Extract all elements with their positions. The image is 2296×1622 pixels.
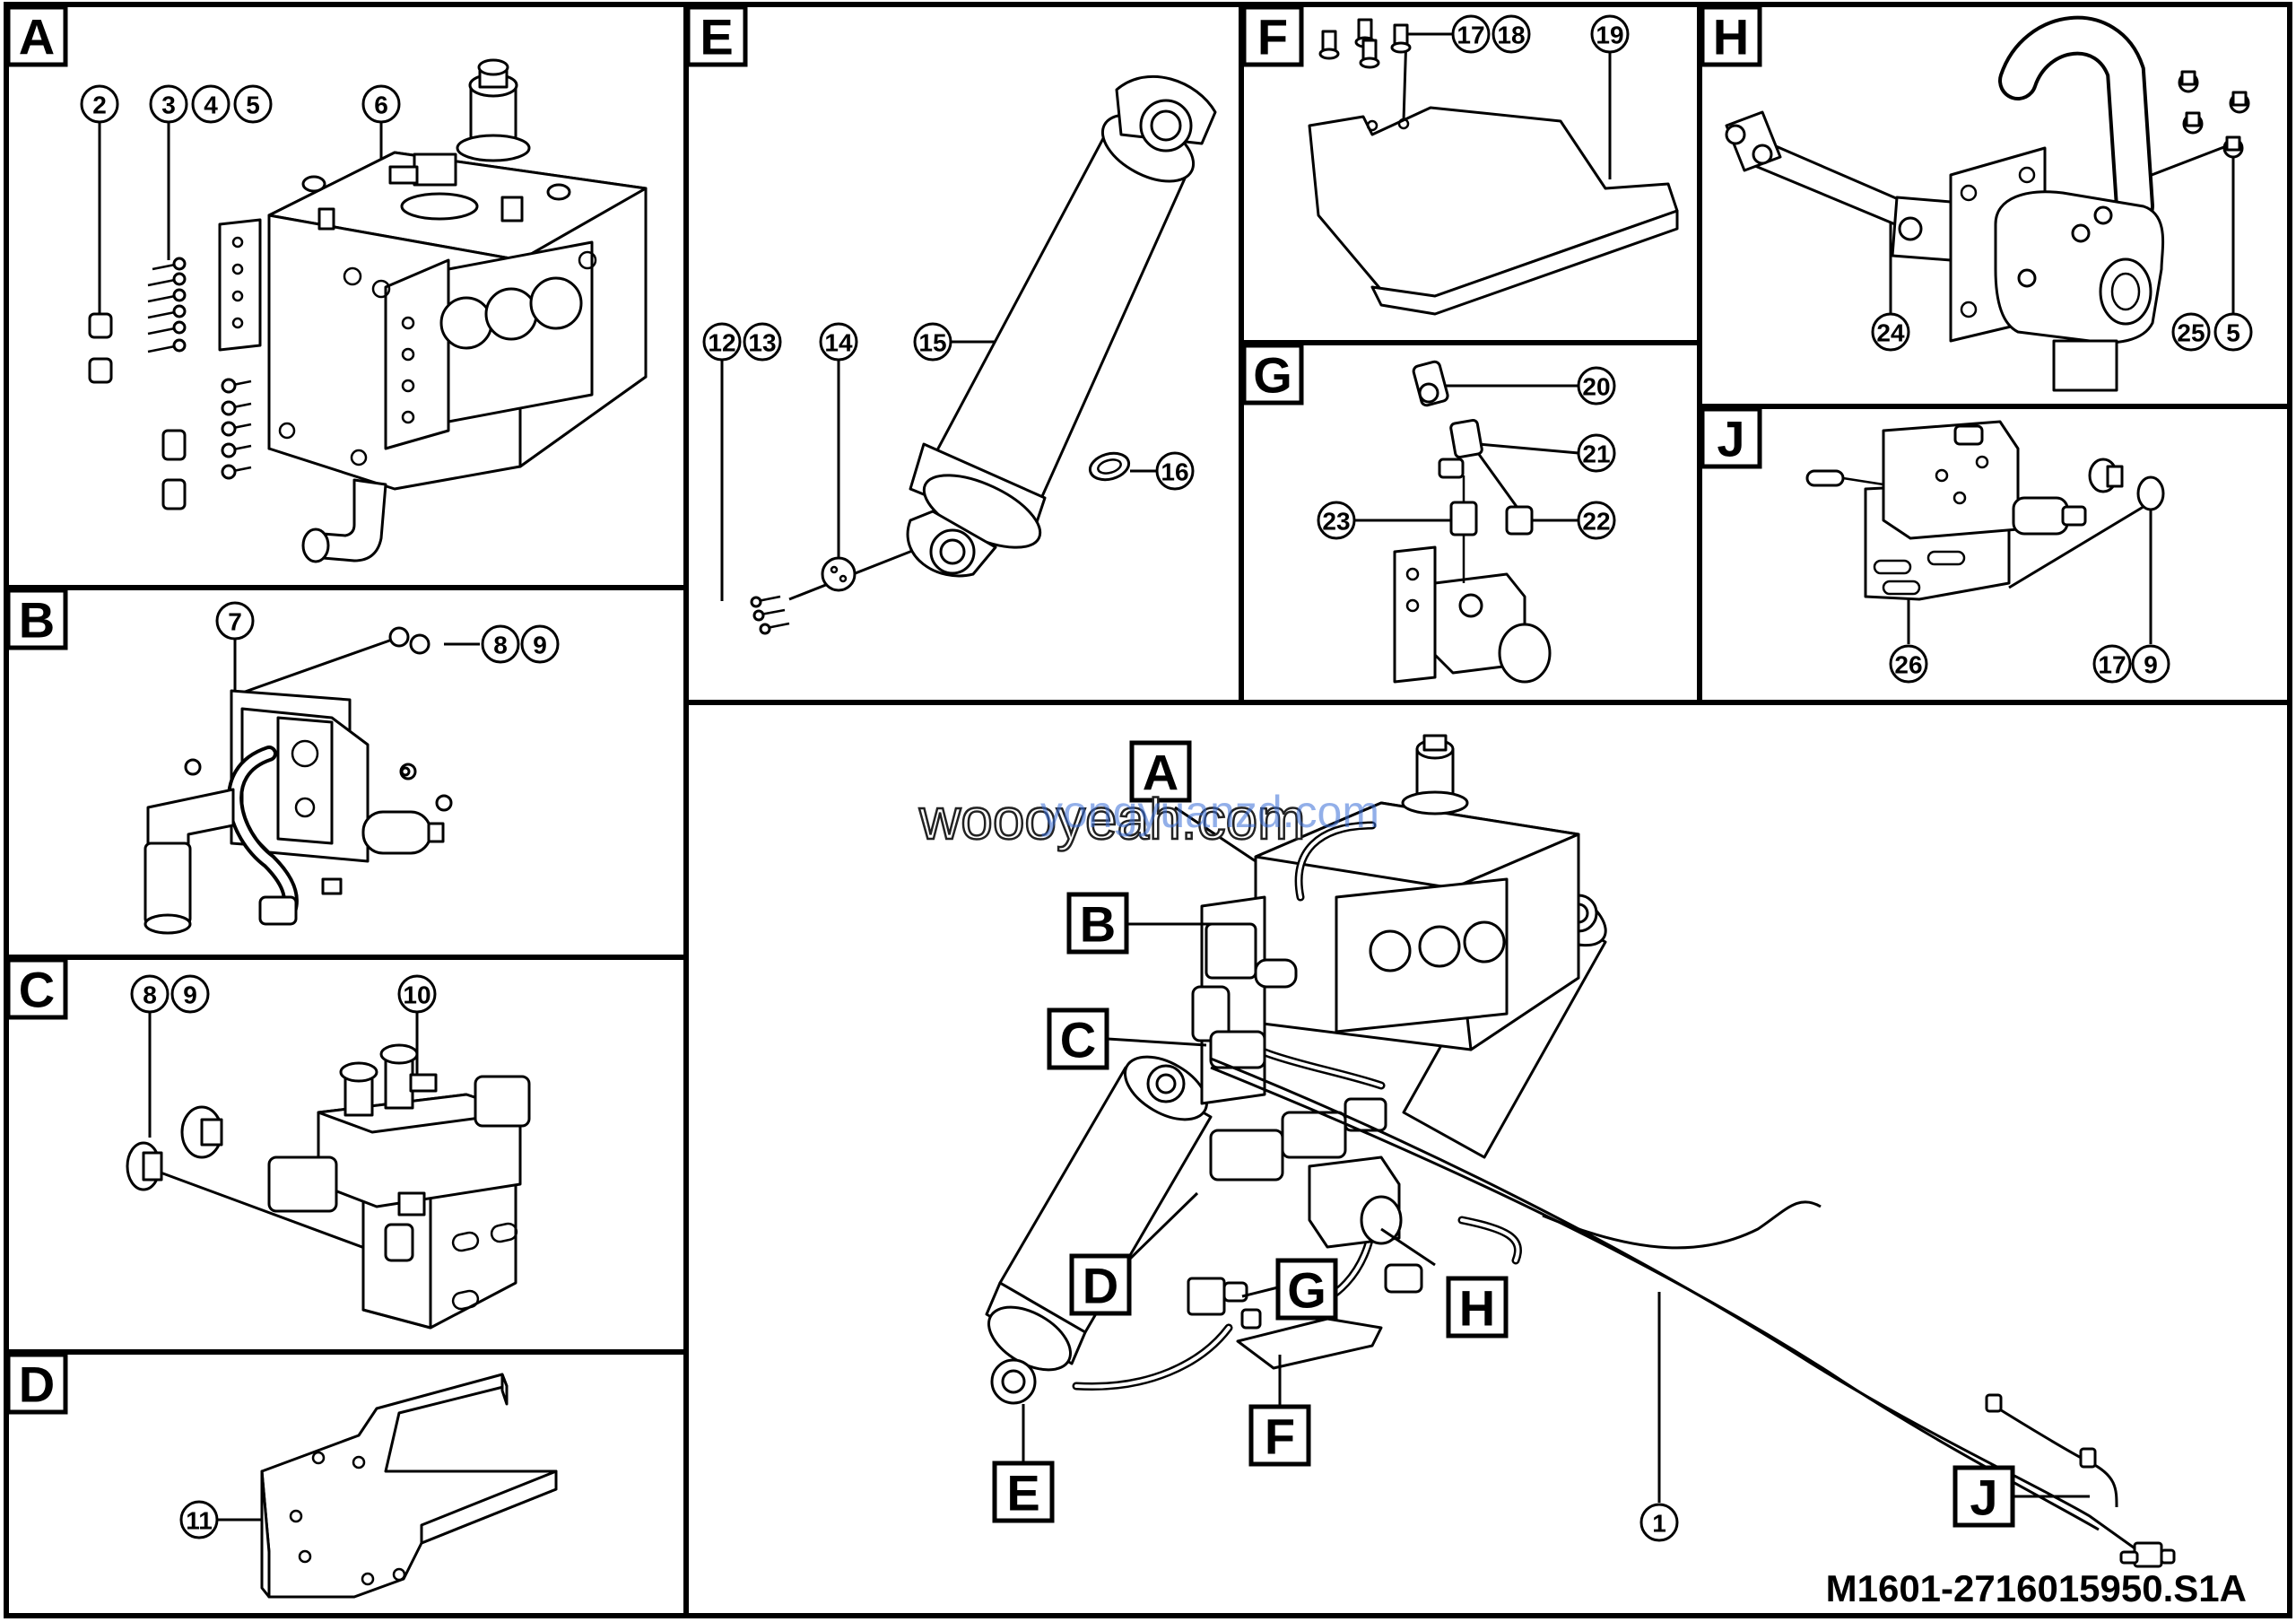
callout-5: 5: [246, 92, 260, 119]
overview-tag-f: F: [1248, 1404, 1311, 1467]
panel-b-drawing: [144, 626, 480, 935]
watermark-primary: woooyeah.com: [918, 787, 1305, 851]
panel-tag-b: B: [5, 588, 68, 650]
callout-6: 6: [374, 92, 388, 119]
panel-tag-e-label: E: [700, 9, 733, 65]
callout-10: 10: [403, 981, 430, 1009]
panel-tag-h: H: [1700, 4, 1762, 67]
callout-4: 4: [204, 92, 218, 119]
panel-e-drawing: [720, 74, 1217, 635]
callout-16: 16: [1161, 458, 1188, 486]
callout-9: 9: [183, 981, 197, 1009]
panel-tag-j-label: J: [1717, 411, 1744, 467]
callout-26: 26: [1894, 651, 1922, 679]
panel-tag-g: G: [1241, 343, 1304, 406]
panel-tag-f-label: F: [1257, 9, 1288, 65]
panel-h-drawing: [1725, 15, 2250, 392]
overview-tag-d-label: D: [1083, 1258, 1118, 1314]
panel-a-drawing: [88, 58, 648, 563]
overview-tag-a-label: A: [1143, 745, 1178, 801]
panel-tag-c-label: C: [19, 962, 55, 1018]
panel-tag-d-label: D: [19, 1356, 55, 1413]
overview-tag-g: G: [1275, 1258, 1338, 1321]
overview-tag-c-label: C: [1060, 1012, 1096, 1068]
overview-tag-j: J: [1952, 1465, 2015, 1528]
overview-tag-e: E: [992, 1461, 1055, 1523]
callout-12: 12: [708, 329, 735, 357]
callout-8: 8: [493, 632, 508, 659]
panel-tag-f: F: [1241, 4, 1304, 67]
overview-callouts: 1: [1639, 1503, 1679, 1542]
panel-b-callouts: 7 8 9: [215, 601, 560, 664]
panel-f-callouts: 17 18 19: [1451, 14, 1630, 54]
overview-tag-h-label: H: [1459, 1280, 1495, 1337]
overview-tag-b: B: [1066, 892, 1129, 955]
overview-tag-b-label: B: [1080, 896, 1116, 953]
overview-tag-g-label: G: [1287, 1262, 1326, 1319]
callout-17: 17: [1457, 22, 1484, 49]
panel-tag-j: J: [1700, 406, 1762, 469]
panel-tag-e: E: [685, 4, 748, 67]
panel-tag-a-label: A: [19, 9, 55, 65]
panel-h-callouts: 24 25 5: [1871, 312, 2253, 352]
overview-tag-a: A: [1129, 740, 1192, 803]
overview-tag-j-label: J: [1970, 1469, 1997, 1526]
overview-tag-e-label: E: [1006, 1465, 1039, 1522]
callout-9: 9: [2144, 651, 2158, 679]
callout-19: 19: [1596, 22, 1623, 49]
panel-tag-b-label: B: [19, 592, 55, 649]
panel-j-callouts: 26 17 9: [1889, 644, 2170, 684]
panel-j-drawing: [1805, 420, 2165, 644]
panel-d-callouts: 11: [179, 1500, 219, 1539]
callout-20: 20: [1582, 373, 1610, 401]
overview-tag-f-label: F: [1265, 1408, 1295, 1465]
callout-1: 1: [1652, 1510, 1666, 1538]
callout-7: 7: [228, 608, 242, 636]
panel-c-drawing: [126, 1011, 531, 1330]
overview-assembly: [985, 734, 2176, 1568]
overview-tag-c: C: [1047, 1007, 1109, 1070]
panel-tag-a: A: [5, 4, 68, 67]
callout-14: 14: [824, 329, 853, 357]
callout-25: 25: [2177, 319, 2205, 347]
panel-tag-c: C: [5, 957, 68, 1020]
callout-23: 23: [1322, 508, 1350, 536]
panel-g-callouts: 20 21 22 23: [1317, 366, 1616, 540]
callout-3: 3: [161, 92, 176, 119]
callout-24: 24: [1876, 319, 1905, 347]
callout-2: 2: [92, 92, 107, 119]
panel-d-drawing: [217, 1373, 558, 1599]
drawing-code: M1601-2716015950.S1A: [1826, 1567, 2247, 1609]
overview-tag-d: D: [1069, 1253, 1132, 1316]
callout-8: 8: [143, 981, 157, 1009]
callout-18: 18: [1497, 22, 1525, 49]
callout-22: 22: [1582, 508, 1610, 536]
panel-g-drawing: [1354, 360, 1579, 684]
callout-13: 13: [748, 329, 776, 357]
callout-17: 17: [2098, 651, 2126, 679]
panel-c-callouts: 8 9 10: [130, 974, 437, 1014]
panel-tag-g-label: G: [1253, 347, 1292, 404]
watermark-secondary: yongyuanzd.com: [1040, 787, 1379, 837]
panel-a-callouts: 2 3 4 5 6: [80, 84, 401, 124]
callout-11: 11: [186, 1507, 213, 1535]
panel-frames: [4, 2, 2292, 1618]
callout-15: 15: [918, 329, 946, 357]
panel-f-drawing: [1308, 18, 1679, 316]
panel-e-callouts: 12 13 14 15 16: [702, 322, 1195, 491]
panel-tag-h-label: H: [1713, 9, 1749, 65]
overview-tag-h: H: [1446, 1276, 1509, 1339]
callout-21: 21: [1582, 440, 1610, 468]
callout-9: 9: [533, 632, 547, 659]
callout-5: 5: [2226, 319, 2240, 347]
panel-tag-d: D: [5, 1352, 68, 1415]
